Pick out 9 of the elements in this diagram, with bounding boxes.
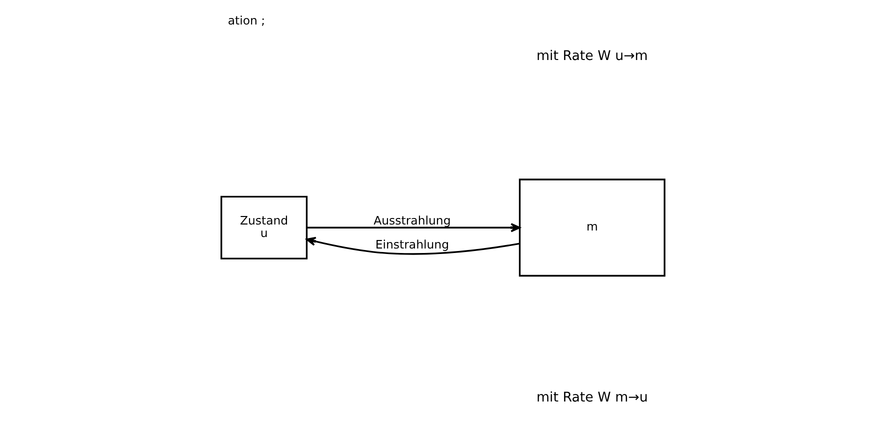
edge-label: Ausstrahlung [374,213,451,228]
node-box: m [518,178,666,277]
node-box: Zustand u [220,196,308,260]
arrow [306,223,520,232]
label: mit Rate W u→m [536,49,648,64]
label: mit Rate W m→u [536,390,648,406]
arrow [306,236,520,255]
diagram-title: ation ; [228,13,266,28]
edge-label: Einstrahlung [375,238,450,252]
